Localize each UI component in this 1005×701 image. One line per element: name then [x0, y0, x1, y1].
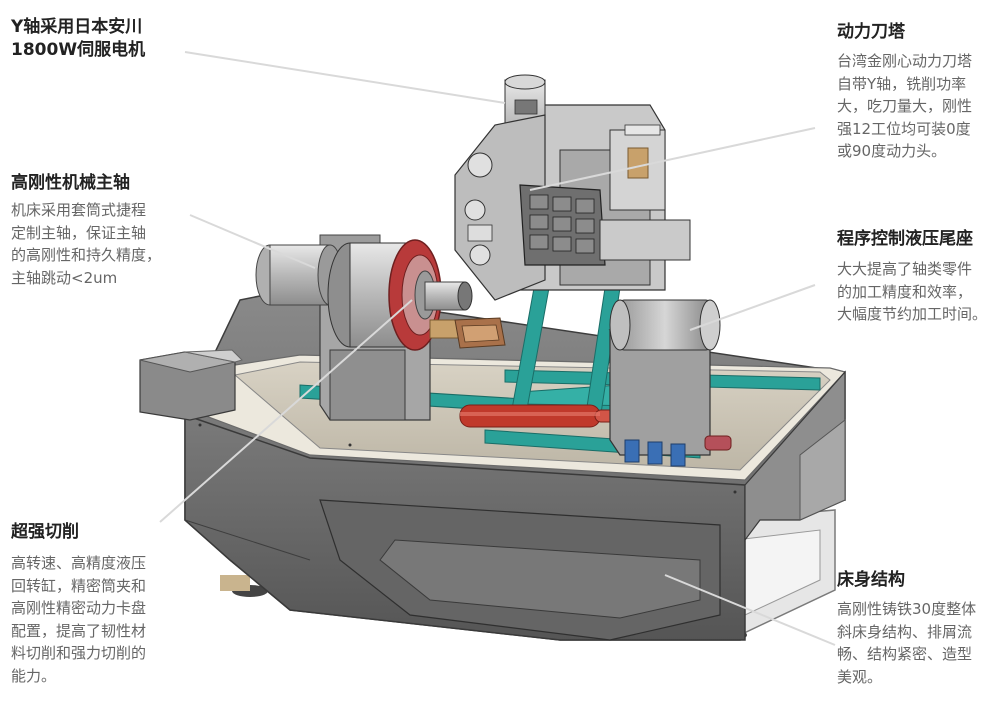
bed-title: 床身结构	[837, 570, 905, 590]
turret-description: 台湾金刚心动力刀塔 自带Y轴，铣削功率 大，吃刀量大，刚性 强12工位均可装0度…	[837, 52, 973, 160]
tailstock-description: 大大提高了轴类零件 的加工精度和效率， 大幅度节约加工时间。	[837, 260, 988, 323]
spindle-description: 机床采用套筒式捷程 定制主轴，保证主轴 的高刚性和持久精度， 主轴跳动<2um	[11, 201, 162, 287]
turret-title: 动力刀塔	[837, 22, 905, 42]
tool-tray	[454, 317, 506, 349]
bed-description: 高刚性铸铁30度整体 斜床身结构、排屑流 畅、结构紧密、造型 美观。	[837, 600, 977, 686]
side-motor-box	[139, 349, 243, 421]
power-turret-assembly	[454, 74, 691, 301]
y-axis-motor-title: Y轴采用日本安川 1800W伺服电机	[11, 17, 146, 60]
tailstock-title: 程序控制液压尾座	[837, 229, 973, 249]
tailstock-assembly	[608, 299, 732, 467]
cutting-title: 超强切削	[11, 522, 79, 542]
cutting-description: 高转速、高精度液压 回转缸，精密筒夹和 高刚性精密动力卡盘 配置，提高了韧性材 …	[11, 554, 147, 685]
spindle-title: 高刚性机械主轴	[11, 173, 130, 193]
